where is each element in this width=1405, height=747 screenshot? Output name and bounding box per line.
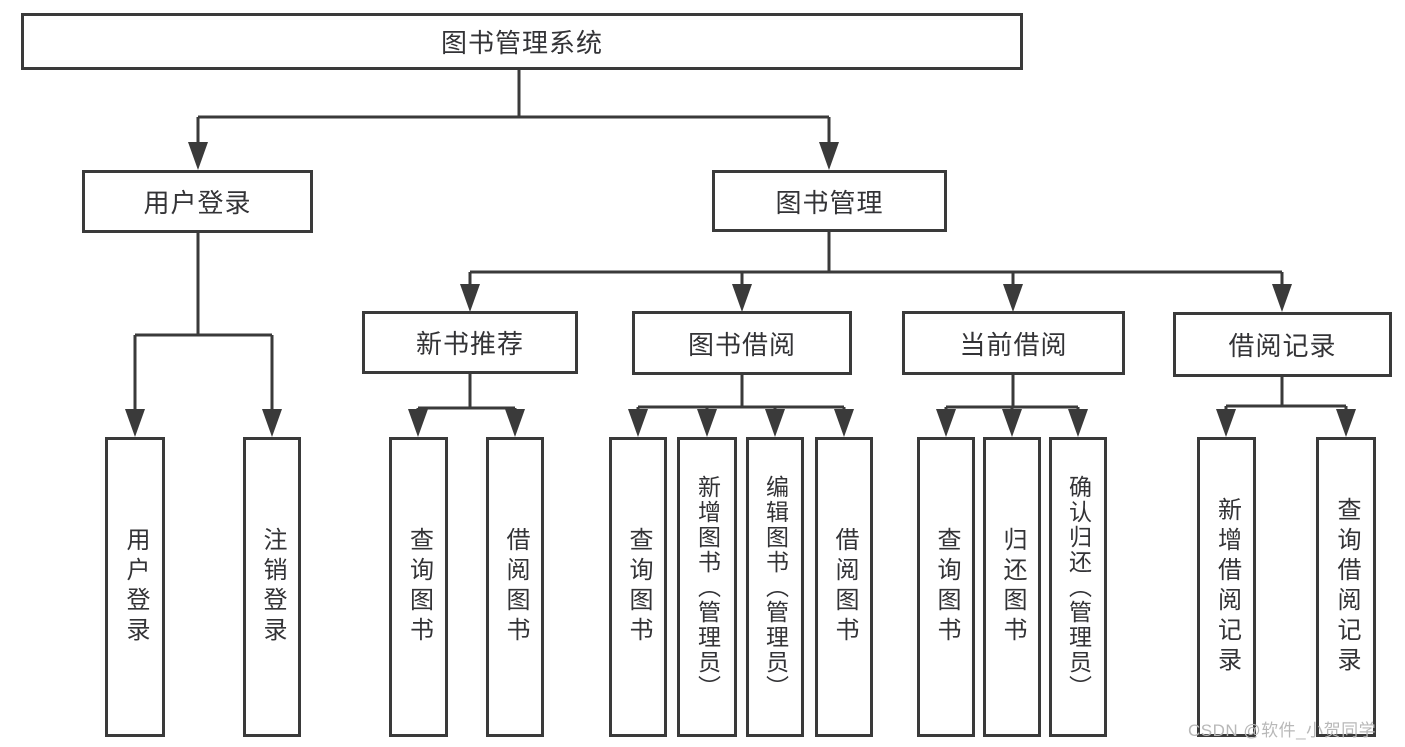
leaf-edit-books-admin: 编辑图书（管理员）	[746, 437, 804, 737]
node-book-management: 图书管理	[712, 170, 947, 232]
leaf-query-books-recommend-label: 查询图书	[405, 527, 433, 647]
leaf-return-books: 归还图书	[983, 437, 1041, 737]
leaf-confirm-return-admin: 确认归还（管理员）	[1049, 437, 1107, 737]
leaf-query-books-borrow: 查询图书	[609, 437, 667, 737]
node-book-management-label: 图书管理	[775, 187, 884, 218]
leaf-borrow-books-label: 借阅图书	[831, 527, 858, 647]
node-borrow-record-label: 借阅记录	[1228, 331, 1337, 361]
node-current-borrow-label: 当前借阅	[959, 329, 1068, 360]
leaf-query-books-borrow-label: 查询图书	[625, 527, 652, 647]
node-new-book-recommend-label: 新书推荐	[415, 329, 524, 359]
node-book-borrow: 图书借阅	[632, 311, 852, 375]
leaf-query-borrow-record-label: 查询借阅记录	[1333, 497, 1360, 677]
arrowheads	[125, 142, 1356, 437]
leaf-logout: 注销登录	[243, 437, 301, 737]
leaf-edit-books-admin-label: 编辑图书（管理员）	[762, 474, 789, 700]
leaf-add-books-admin: 新增图书（管理员）	[677, 437, 737, 737]
node-root-library-system: 图书管理系统	[21, 13, 1023, 70]
leaf-confirm-return-admin-label: 确认归还（管理员）	[1065, 474, 1092, 700]
node-borrow-record: 借阅记录	[1173, 312, 1392, 377]
leaf-borrow-books-recommend: 借阅图书	[486, 437, 544, 737]
node-user-login: 用户登录	[82, 170, 313, 233]
leaf-query-books-recommend: 查询图书	[389, 437, 448, 737]
leaf-add-borrow-record-label: 新增借阅记录	[1213, 497, 1241, 677]
leaf-add-borrow-record: 新增借阅记录	[1197, 437, 1256, 737]
node-root-label: 图书管理系统	[440, 28, 603, 58]
leaf-logout-label: 注销登录	[259, 527, 286, 647]
leaf-add-books-admin-label: 新增图书（管理员）	[694, 474, 721, 700]
csdn-watermark: CSDN @软件_小贺同学	[1188, 721, 1377, 740]
leaf-query-books-current: 查询图书	[917, 437, 975, 737]
node-book-borrow-label: 图书借阅	[687, 329, 796, 360]
node-current-borrow: 当前借阅	[902, 311, 1125, 375]
leaf-user-login-label: 用户登录	[122, 527, 149, 647]
leaf-borrow-books-recommend-label: 借阅图书	[502, 527, 529, 647]
leaf-query-borrow-record: 查询借阅记录	[1316, 437, 1376, 737]
leaf-query-books-current-label: 查询图书	[933, 527, 960, 647]
leaf-return-books-label: 归还图书	[999, 527, 1026, 647]
leaf-user-login: 用户登录	[105, 437, 165, 737]
node-new-book-recommend: 新书推荐	[362, 311, 578, 374]
leaf-borrow-books: 借阅图书	[815, 437, 873, 737]
node-user-login-label: 用户登录	[143, 188, 252, 218]
